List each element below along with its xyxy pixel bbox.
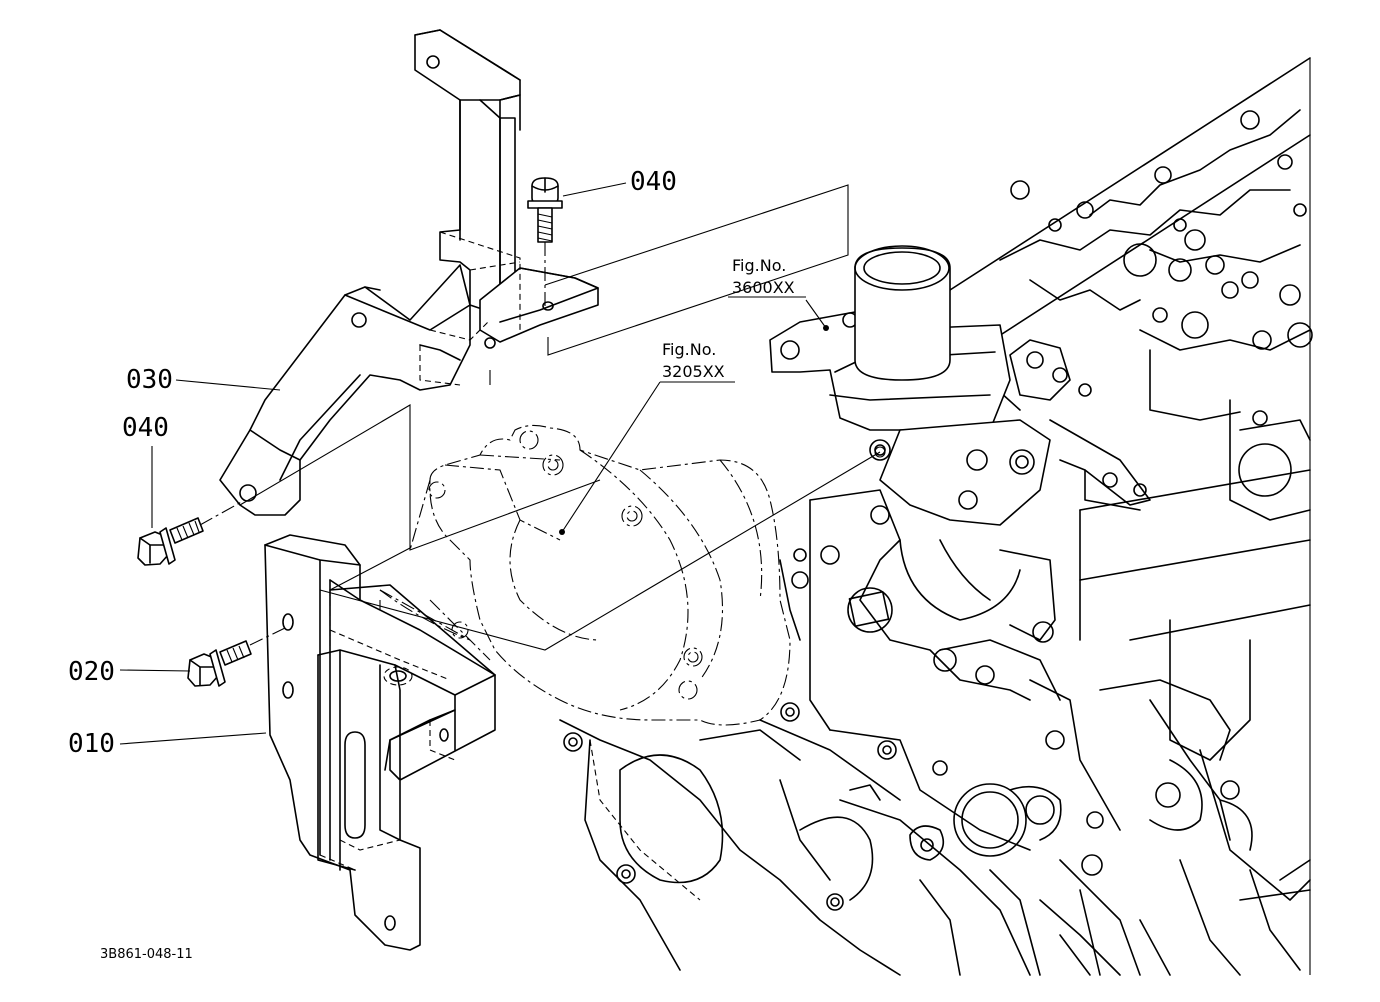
bracket-030 (219, 29, 599, 516)
bolt-020 (187, 627, 286, 687)
part-number-040-bottom: 040 (122, 413, 169, 443)
drawing-code: 3B861-048-11 (100, 947, 193, 962)
bracket-010 (264, 534, 496, 951)
fig-ref-3205-label: Fig.No. (662, 340, 716, 359)
fig-ref-3600-label: Fig.No. (732, 256, 786, 275)
part-number-040-top: 040 (630, 167, 677, 197)
leader-lines (119, 182, 829, 745)
engine-block (559, 57, 1313, 976)
part-number-010: 010 (68, 729, 115, 759)
part-number-030: 030 (126, 365, 173, 395)
reference-lines (239, 184, 886, 651)
bolt-040-bottom (137, 499, 246, 566)
part-number-020: 020 (68, 657, 115, 687)
bolt-040-top (527, 177, 563, 310)
fig-ref-3600-number: 3600XX (732, 278, 795, 297)
fig-ref-3205-number: 3205XX (662, 362, 725, 381)
